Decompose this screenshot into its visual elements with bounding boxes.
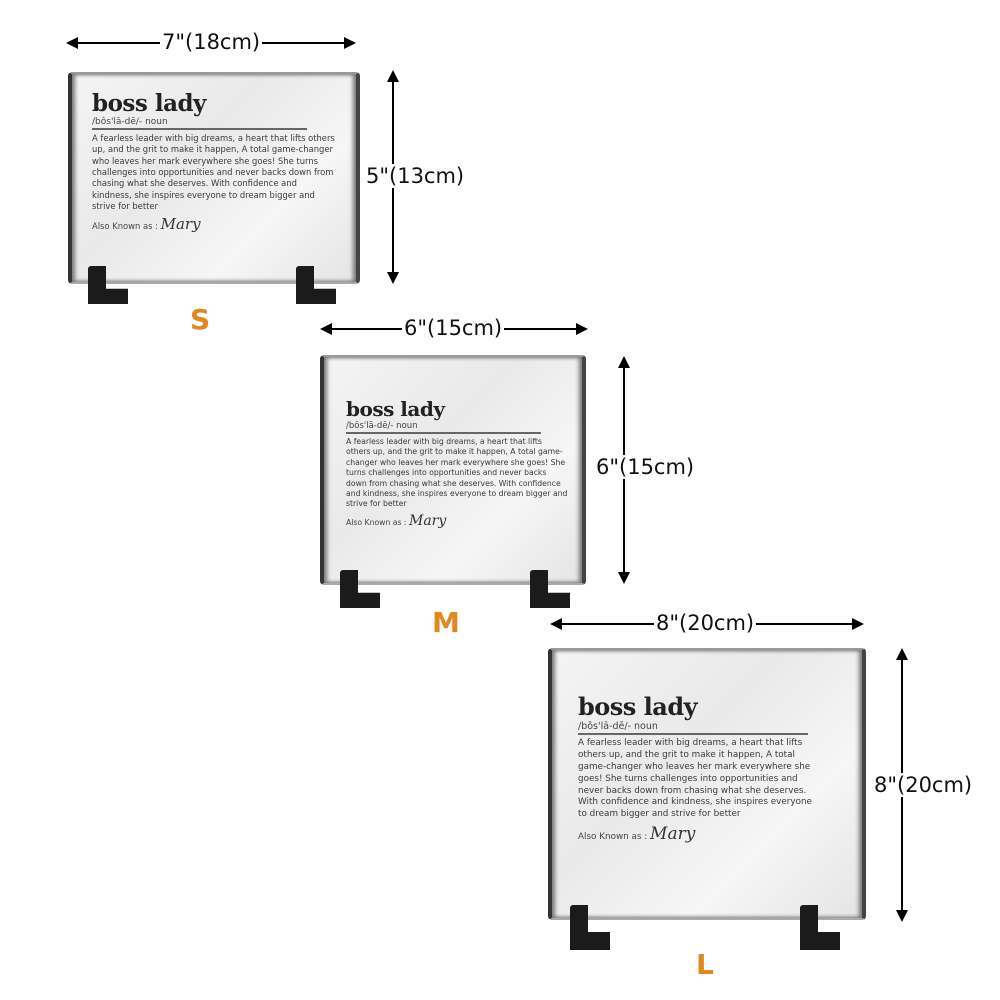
aka-label: Also Known as : [578, 832, 648, 843]
plaque-aka: Also Known as : Mary [346, 513, 568, 529]
width-label-small: 7"(18cm) [160, 30, 263, 54]
plaque-title: boss lady [578, 692, 698, 721]
plaque-pronunciation: /bôs'lā-dē/- noun [92, 117, 168, 127]
arrow-right-icon [576, 323, 588, 335]
plaque-aka: Also Known as : Mary [578, 824, 818, 844]
aka-label: Also Known as : [92, 221, 158, 232]
arrow-left-icon [320, 323, 332, 335]
plaque-title: boss lady [346, 397, 445, 421]
arrow-right-icon [344, 37, 356, 49]
arrow-up-icon [618, 356, 630, 368]
size-label-medium: M [432, 606, 460, 639]
arrow-left-icon [66, 37, 78, 49]
arrow-right-icon [852, 618, 864, 630]
arrow-down-icon [387, 272, 399, 284]
divider [92, 128, 307, 130]
plaque-name: Mary [160, 215, 201, 234]
plaque-small: boss lady /bôs'lā-dē/- noun A fearless l… [68, 72, 360, 284]
plaque-name: Mary [408, 512, 447, 529]
width-label-large: 8"(20cm) [654, 611, 757, 635]
arrow-up-icon [896, 648, 908, 660]
plaque-definition: A fearless leader with big dreams, a hea… [92, 133, 335, 212]
plaque-pronunciation: /bôs'lā-dē/- noun [346, 421, 418, 431]
plaque-aka: Also Known as : Mary [92, 215, 338, 233]
aka-label: Also Known as : [346, 517, 407, 527]
arrow-down-icon [896, 910, 908, 922]
divider [346, 432, 541, 434]
plaque-large: boss lady /bôs'lā-dē/- noun A fearless l… [548, 648, 866, 920]
plaque-name: Mary [650, 824, 696, 845]
plaque-definition: A fearless leader with big dreams, a hea… [578, 738, 812, 820]
height-label-small: 5"(13cm) [364, 164, 467, 188]
plaque-title: boss lady [92, 90, 206, 117]
plaque-definition: A fearless leader with big dreams, a hea… [346, 437, 568, 509]
size-label-large: L [696, 948, 714, 981]
plaque-pronunciation: /bôs'lā-dē/- noun [578, 721, 658, 732]
arrow-down-icon [618, 572, 630, 584]
width-label-medium: 6"(15cm) [402, 316, 505, 340]
plaque-medium: boss lady /bôs'lā-dē/- noun A fearless l… [320, 355, 586, 585]
height-label-medium: 6"(15cm) [594, 455, 697, 479]
arrow-up-icon [387, 70, 399, 82]
height-label-large: 8"(20cm) [872, 773, 975, 797]
size-label-small: S [190, 303, 211, 336]
divider [578, 733, 808, 735]
arrow-left-icon [550, 618, 562, 630]
